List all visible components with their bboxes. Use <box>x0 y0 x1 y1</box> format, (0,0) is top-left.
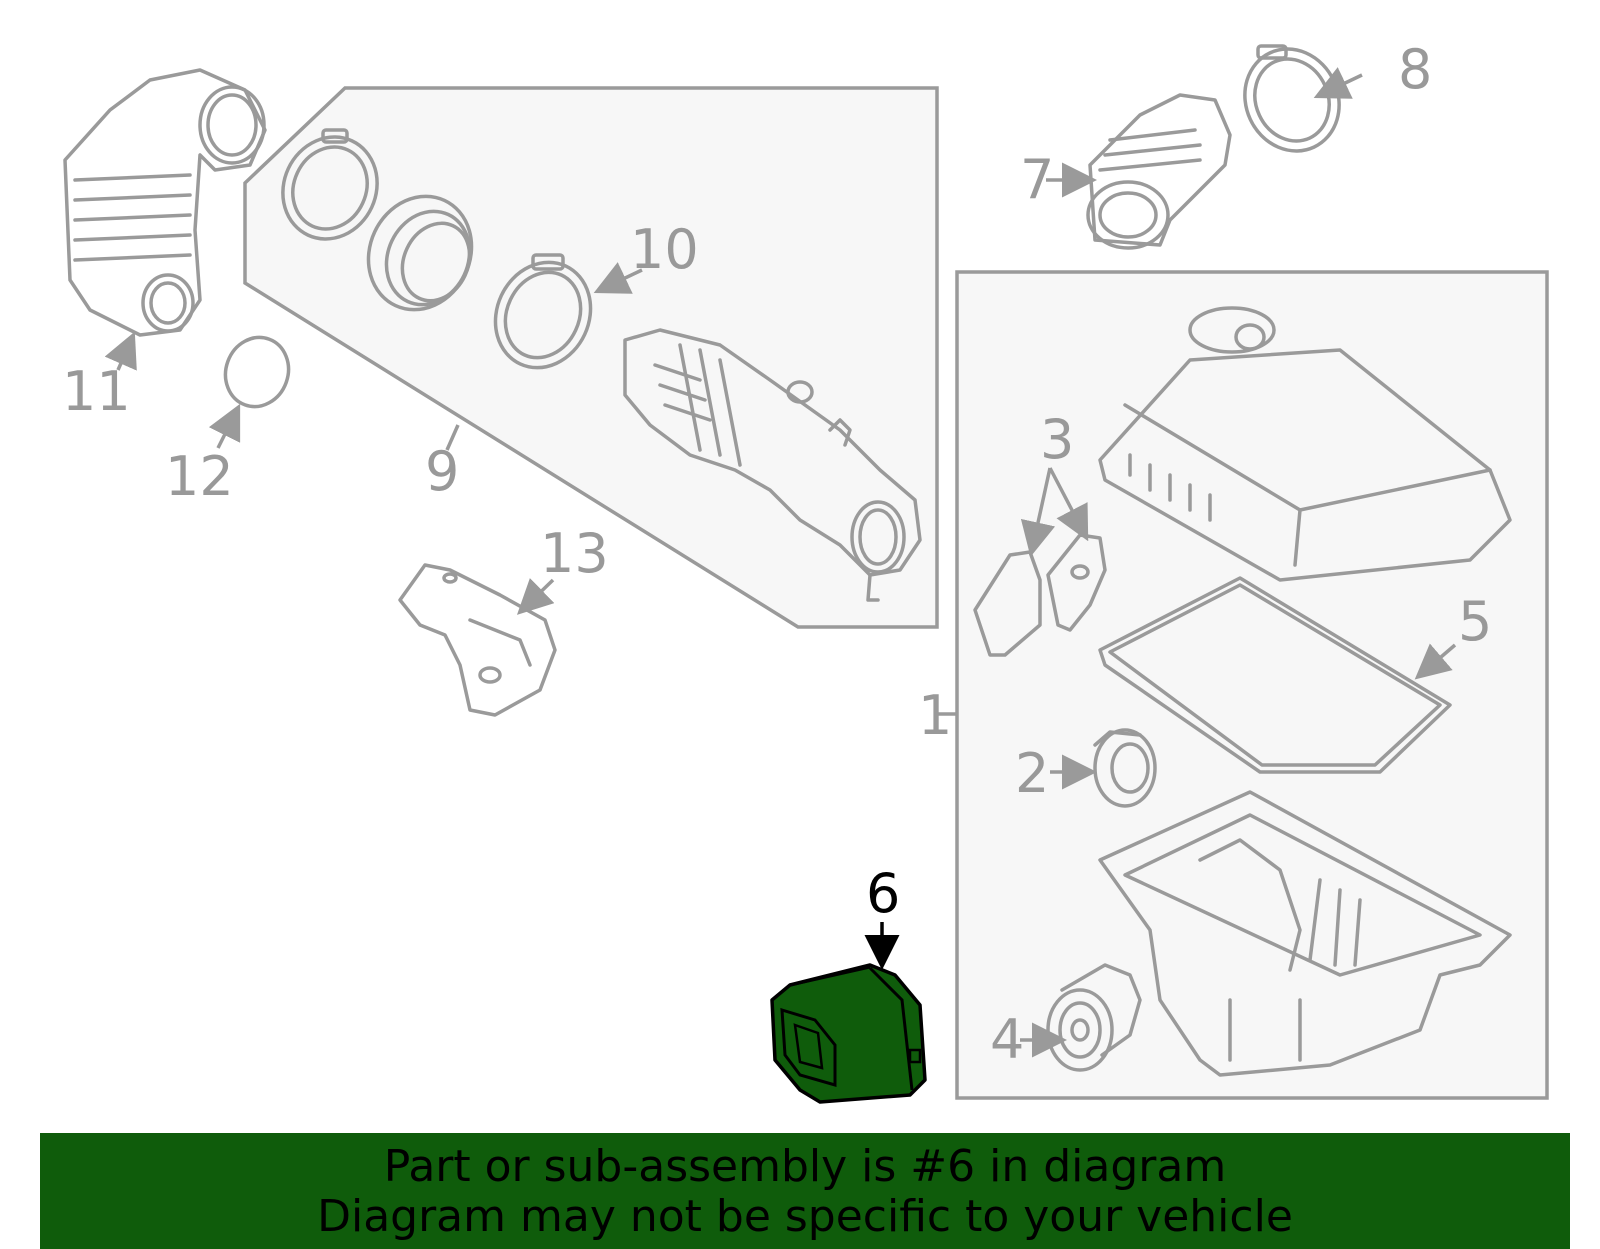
part-13-bracket <box>398 563 557 717</box>
callout-4: 4 <box>990 1008 1024 1071</box>
part-7-intake-hose <box>1086 93 1232 250</box>
part-8-clamp <box>1243 44 1341 153</box>
part-9-coupler <box>366 194 474 312</box>
part-5-filter-element <box>1098 576 1452 774</box>
part-9-clamp-1 <box>281 128 379 241</box>
banner-part-notice: Part or sub-assembly is #6 in diagram <box>383 1141 1227 1192</box>
part-1-airbox-cover <box>1098 306 1512 582</box>
subassembly-panel-9 <box>243 86 939 629</box>
part-1-airbox-lower <box>1098 790 1512 1077</box>
callout-1: 1 <box>918 684 952 747</box>
callout-9: 9 <box>425 440 459 503</box>
callout-13: 13 <box>540 522 609 585</box>
part-6-highlighted <box>770 963 927 1104</box>
part-11-throttle-body <box>63 68 267 337</box>
callout-12: 12 <box>165 445 234 508</box>
part-9-air-duct <box>623 328 922 602</box>
callout-3: 3 <box>1040 408 1074 471</box>
callout-11: 11 <box>62 360 131 423</box>
leader-lines <box>104 67 1457 1058</box>
part-12-o-ring <box>223 335 291 409</box>
callout-2: 2 <box>1015 742 1049 805</box>
callout-5: 5 <box>1458 590 1492 653</box>
subassembly-panel-1 <box>955 270 1549 1100</box>
callout-7: 7 <box>1020 148 1054 211</box>
callout-8: 8 <box>1398 38 1432 101</box>
callout-6: 6 <box>866 862 900 925</box>
callout-10: 10 <box>630 218 699 281</box>
info-banner: Part or sub-assembly is #6 in diagram Di… <box>40 1133 1570 1249</box>
part-10-clamp <box>493 253 593 370</box>
banner-disclaimer: Diagram may not be specific to your vehi… <box>317 1191 1293 1242</box>
